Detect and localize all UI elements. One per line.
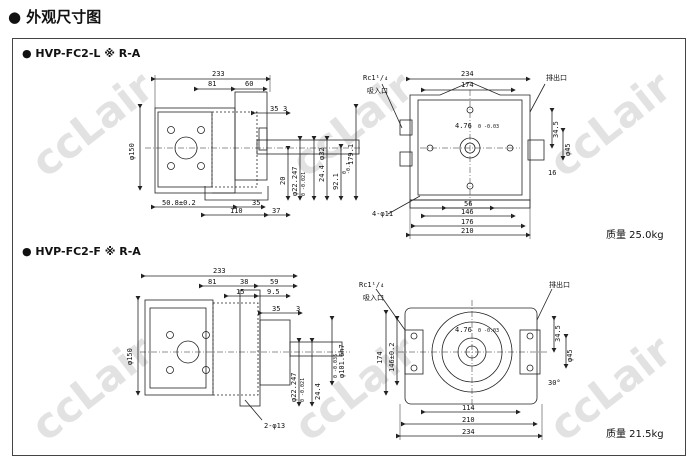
dim-label: 81 (208, 80, 216, 88)
bottom-side-view (135, 273, 350, 421)
dim-label: 0 -0.021 (300, 378, 306, 402)
model-label-bottom: ● HVP-FC2-F ※ R-A (22, 245, 141, 258)
dim-label: 4.76 (455, 326, 472, 334)
dim-label: 3 (296, 305, 300, 313)
dim-label: 92.1 (332, 173, 340, 190)
dim-label: φ45 (566, 349, 574, 362)
dim-label: 15 (236, 288, 244, 296)
dim-label: 234 (461, 70, 474, 78)
port-label: 吸入口 (363, 294, 384, 302)
dim-label: 146 (461, 208, 474, 216)
dim-label: 60 (245, 80, 253, 88)
dim-label: 30° (548, 379, 561, 387)
dim-label: 50.8±0.2 (162, 199, 196, 207)
dim-label: φ150 (128, 143, 136, 160)
dim-label: φ101.6h7 (338, 344, 346, 378)
dim-label: 114 (462, 404, 475, 412)
mass-label-bottom: 质量 21.5kg (606, 429, 664, 440)
dim-label: 0 -0.021 (301, 172, 307, 196)
drawing-frame (12, 38, 686, 456)
dim-label: 179.1 (347, 144, 355, 165)
dim-label: 0 -0.03 (478, 124, 499, 130)
dim-label: 174 (376, 351, 384, 364)
dim-label: 24.4 (314, 383, 322, 400)
port-label: 排出口 (549, 280, 570, 289)
dim-label: 4.76 (455, 122, 472, 130)
dim-label: 146±0.2 (388, 342, 396, 372)
dim-label: 110 (230, 207, 243, 215)
bottom-front-view (375, 288, 569, 440)
dim-label: φ22.247 (290, 372, 298, 402)
dim-label: 2-φ13 (264, 422, 285, 430)
dim-label: 59 (270, 278, 278, 286)
dim-label: 174 (461, 81, 474, 89)
port-label: 吸入口 (367, 87, 388, 95)
dim-label: 0 -0.03 (478, 328, 499, 334)
dim-label: 24.4 (318, 165, 326, 182)
mass-label-top: 质量 25.0kg (606, 230, 664, 241)
dim-label: 34.5 (554, 325, 562, 342)
dim-label: 233 (212, 70, 225, 78)
dim-label: 35 (272, 305, 280, 313)
dim-label: 38 (240, 278, 248, 286)
dim-label: φ22.247 (291, 166, 299, 196)
dim-label: 16 (548, 169, 556, 177)
port-label: 排出口 (546, 73, 567, 82)
dim-label: -0.1 (346, 162, 352, 174)
dim-label: 234 (462, 428, 475, 436)
dim-label: φ150 (126, 348, 134, 365)
port-label: Rc1¹/₄ (363, 74, 388, 82)
dim-label: 0 -0.035 (333, 354, 339, 378)
dim-label: 4-φ11 (372, 210, 393, 218)
top-side-view (137, 75, 360, 218)
page-title: ● 外观尺寸图 (8, 8, 102, 26)
dim-label: 37 (272, 207, 280, 215)
dim-label: 9.5 (267, 288, 280, 296)
dim-label: 81 (208, 278, 216, 286)
dim-label: 35 (252, 199, 260, 207)
dim-label: φ32 (318, 147, 326, 160)
dim-label: 0 (342, 171, 348, 174)
dim-label: 20 (279, 177, 287, 185)
dim-label: 3 (283, 105, 287, 113)
dim-label: 56 (464, 200, 472, 208)
dim-label: φ45 (564, 143, 572, 156)
dim-label: 233 (213, 267, 226, 275)
port-label: Rc1¹/₄ (359, 281, 384, 289)
dim-label: 35 (270, 105, 278, 113)
dim-label: 210 (461, 227, 474, 235)
dim-label: 34.5 (552, 121, 560, 138)
top-front-view (381, 76, 566, 239)
dim-label: 176 (461, 218, 474, 226)
dim-label: 210 (462, 416, 475, 424)
model-label-top: ● HVP-FC2-L ※ R-A (22, 47, 141, 60)
